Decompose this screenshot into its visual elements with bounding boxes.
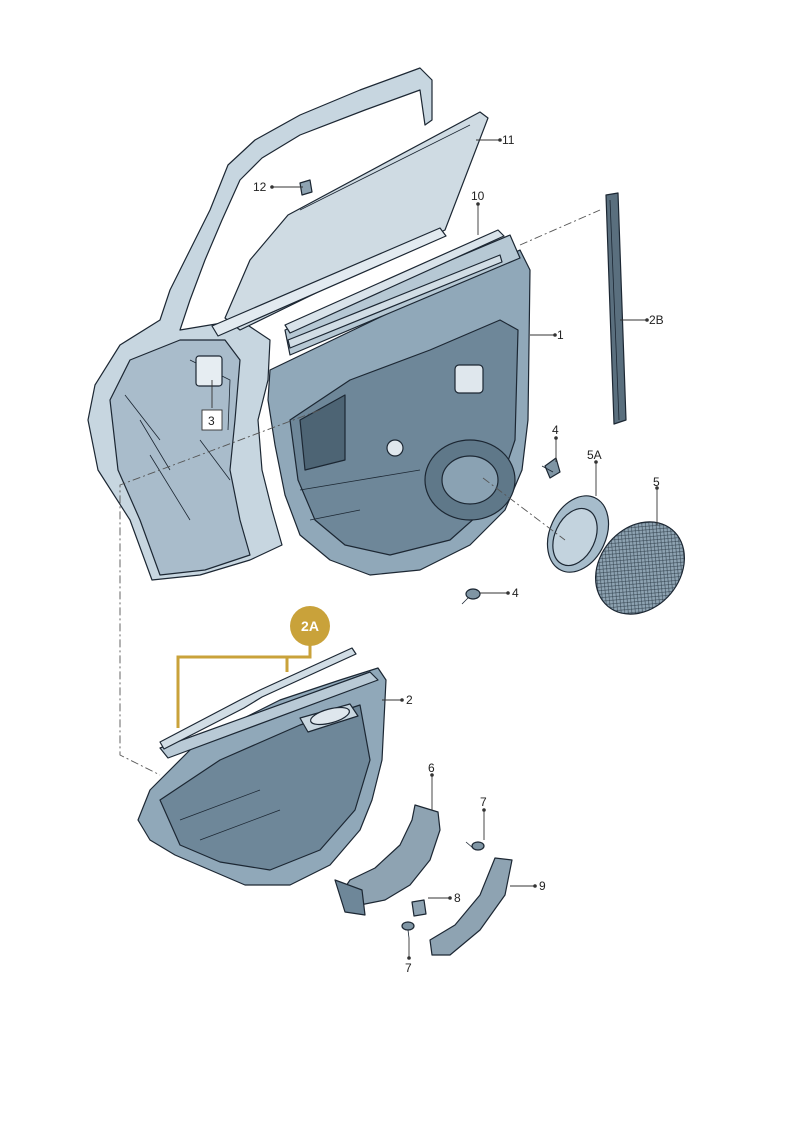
label-5: 5 [653,475,660,489]
label-4-lower: 4 [512,586,519,600]
clip-12 [299,179,313,196]
label-8: 8 [454,891,461,905]
label-2A: 2A [301,618,319,634]
label-11: 11 [502,133,515,147]
seal-strip-2A [159,647,357,750]
label-2: 2 [406,693,413,707]
label-9: 9 [539,879,546,893]
label-10: 10 [471,189,485,203]
label-6: 6 [428,761,435,775]
label-7-upper: 7 [480,795,487,809]
door-inner-panel-1 [267,234,531,576]
highlight-2A-bracket [176,606,330,728]
speaker-grille-5 [594,521,686,615]
seal-strip-10 [284,229,505,334]
label-3: 3 [208,414,215,428]
callout-labels: 11 12 10 1 2B 3 4 5A 5 4 2A 2 6 7 9 8 7 [201,133,664,975]
label-12: 12 [253,180,267,194]
clip-8 [411,899,427,917]
door-trim-panel-2 [137,667,387,886]
trim-cap-9 [429,857,513,956]
window-channel-2B [605,192,627,425]
door-body-shell [87,67,433,581]
screw-4-upper [541,457,561,479]
label-3-box [201,409,223,431]
label-5A: 5A [587,448,602,462]
label-2B: 2B [649,313,664,327]
label-4-upper: 4 [552,423,559,437]
label-1: 1 [557,328,564,342]
handle-bracket-6 [334,804,441,916]
screw-4-lower [461,588,481,605]
window-glass-11 [211,111,489,337]
assembly-lines [119,209,601,776]
label-7-lower: 7 [405,961,412,975]
speaker-housing-5A [546,495,610,573]
leader-lines [211,138,659,960]
screw-7-lower [401,921,415,939]
screw-7-upper [465,841,485,851]
